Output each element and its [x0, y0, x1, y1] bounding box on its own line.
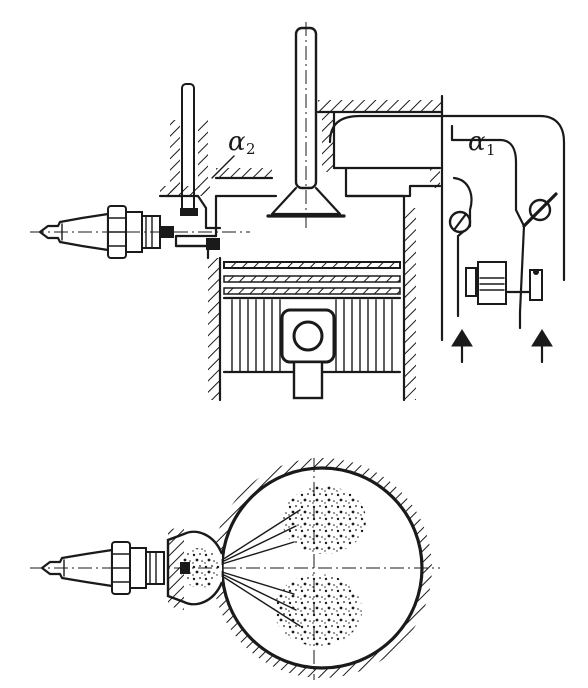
air-inlet-arrow-right: [531, 329, 553, 364]
spark-plug-upper: [30, 205, 250, 259]
cylinder-wall-left: [208, 256, 222, 402]
spark-plug-lower: [40, 541, 190, 595]
label-alpha-2-subscript: 2: [246, 140, 256, 158]
prechamber: [158, 186, 222, 250]
connecting-rod: [292, 360, 324, 400]
cylinder-wall-right: [402, 206, 416, 402]
combustion-chamber-plan-view: [30, 458, 440, 680]
piston: [222, 261, 402, 400]
label-alpha-2-symbol: α: [228, 127, 246, 157]
piston-skirt: [222, 299, 402, 374]
label-alpha-1-subscript: 1: [486, 141, 496, 159]
intake-channel: [328, 114, 444, 198]
flame-cloud-lower: [274, 574, 362, 646]
label-alpha-1-symbol: α: [468, 127, 486, 157]
piston-pin: [280, 308, 336, 364]
carburettor: [440, 94, 566, 364]
air-inlet-arrow-left: [451, 329, 473, 364]
choke-valve-icon: [522, 192, 558, 228]
label-alpha-1: α 1: [468, 127, 496, 159]
auxiliary-valve: [170, 83, 208, 216]
throttle-valve-icon: [448, 210, 472, 234]
intake-valve: [266, 22, 346, 230]
float-chamber: [465, 261, 543, 305]
cylinder-section-view: α 2 α 1: [30, 22, 566, 402]
flame-cloud-upper: [282, 486, 366, 554]
label-alpha-2: α 2: [211, 127, 256, 179]
